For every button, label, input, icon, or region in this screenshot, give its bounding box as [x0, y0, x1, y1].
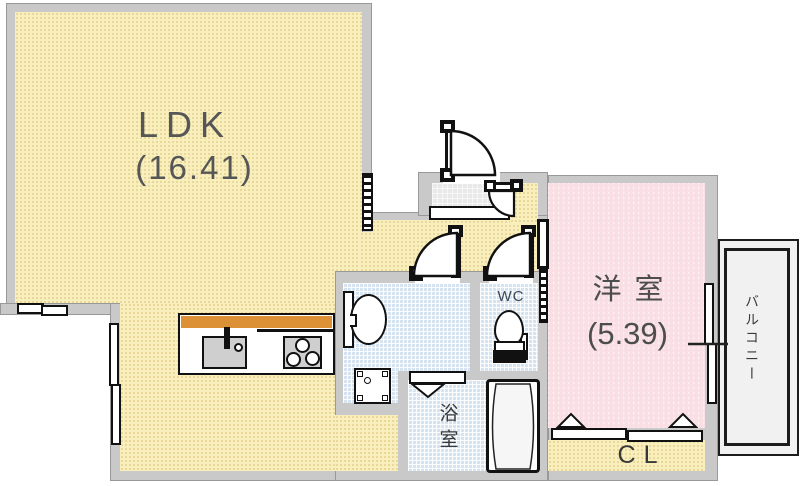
- balcony-inner-rail: [724, 248, 790, 446]
- door-hinge-pad: [484, 180, 496, 192]
- window-pane: [109, 323, 119, 386]
- kitchen-counter-edge: [257, 329, 333, 332]
- pan-corner: [357, 395, 363, 401]
- western-room-area-label: (5.39): [587, 316, 668, 351]
- stove-burner: [295, 338, 310, 353]
- toilet-tank: [493, 350, 526, 363]
- door-hinge-pad: [448, 225, 463, 237]
- kitchen-counter-top: [181, 316, 332, 328]
- pan-corner: [357, 371, 363, 377]
- bath-label: 浴室: [436, 403, 458, 455]
- door-hinge-pad: [483, 266, 497, 281]
- closet-label: CL: [617, 440, 666, 469]
- ldk-opening: [360, 232, 374, 271]
- closet-door-panel: [551, 428, 627, 440]
- door-hinge-pad: [440, 120, 455, 133]
- pan-drain: [364, 377, 371, 384]
- ldk-floor: [335, 12, 362, 271]
- ldk-area-label: (16.41): [135, 149, 254, 186]
- ldk-floor: [335, 415, 398, 471]
- window-pane: [707, 343, 717, 404]
- washbasin-tap: [350, 314, 357, 327]
- door-hinge-pad: [440, 168, 455, 182]
- pan-corner: [382, 395, 388, 401]
- entrance-door-swing: [449, 129, 497, 177]
- toilet-bowl: [494, 310, 524, 346]
- wc-label: WC: [497, 287, 525, 305]
- sink-drain: [234, 343, 243, 352]
- stove-burner: [305, 351, 320, 366]
- balcony-outer-rail: [718, 239, 799, 456]
- bedroom-sliding-door-leaf: [537, 219, 549, 269]
- door-hinge-pad: [521, 225, 536, 237]
- ldk-label: LDK: [137, 104, 233, 145]
- window-pane: [704, 283, 714, 345]
- closet-floor: [548, 440, 705, 471]
- washing-machine-pan: [354, 368, 391, 404]
- bath-folding-door: [409, 371, 466, 384]
- window-pane: [41, 305, 68, 316]
- genkan-step: [429, 206, 510, 220]
- ldk-sliding-door: [362, 173, 373, 231]
- western-room-label: 洋室: [592, 274, 677, 306]
- door-hinge-pad: [510, 179, 523, 192]
- closet-door-panel: [627, 430, 703, 442]
- window-pane: [17, 303, 44, 314]
- bathtub: [486, 379, 540, 473]
- bedroom-floor: [548, 183, 705, 428]
- faucet: [224, 327, 230, 349]
- bedroom-sliding-door-rail: [539, 268, 548, 323]
- ldk-floor: [15, 12, 335, 303]
- stove-burner: [286, 352, 301, 367]
- pan-corner: [382, 371, 388, 377]
- window-pane: [111, 384, 121, 445]
- door-hinge-pad: [409, 266, 423, 281]
- balcony-label: バルコニー: [744, 294, 760, 384]
